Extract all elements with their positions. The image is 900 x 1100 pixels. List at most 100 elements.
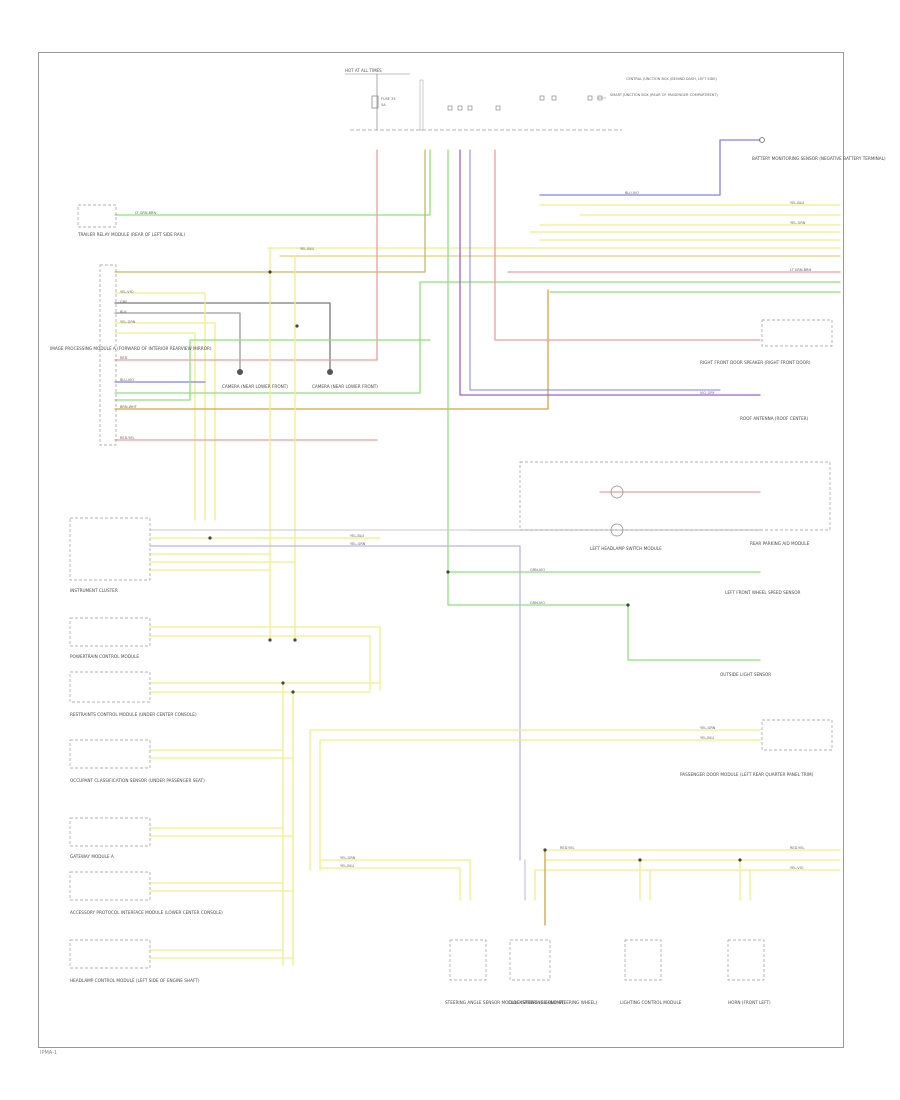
top-junction-area: HOT AT ALL TIMES FUSE 35 5A CENTRAL JUNC… [345,68,718,131]
pdm-box [761,719,833,751]
wire-label: RED-YEL [120,436,135,440]
clockspring-box [509,939,551,981]
wire-label: BLK [120,310,127,314]
splice-dot [293,638,297,642]
camera-1-label: CAMERA (NEAR LOWER FRONT) [222,384,288,389]
wire-label: YEL-GRN [120,320,136,324]
wire-lt-grn [114,149,431,216]
wire-sas-2 [319,867,461,901]
wire-red-speaker [494,149,761,341]
wire-label: BRN-WHT [120,405,138,409]
ipma-box [99,264,117,446]
splice-dot [626,603,630,607]
pdm-label: PASSENGER DOOR MODULE (LEFT REAR QUARTER… [680,772,814,777]
trailer-module-label: TRAILER RELAY MODULE (REAR OF LEFT SIDE … [77,232,185,237]
ipma-label: IMAGE PROCESSING MODULE A (FORWARD OF IN… [50,346,212,351]
rf-speaker-label: RIGHT FRONT DOOR SPEAKER (RIGHT FRONT DO… [700,360,811,365]
wire-label: BLU-VIO [625,191,639,195]
left-components: TRAILER RELAY MODULE (REAR OF LEFT SIDE … [50,204,378,983]
battery-sensor-terminal [759,137,765,143]
antenna-label: ROOF ANTENNA (ROOF CENTER) [740,416,809,421]
splice-dot [295,324,299,328]
pcm-label: POWERTRAIN CONTROL MODULE [70,654,139,659]
splice-points [208,270,742,862]
wire-layer [114,139,841,966]
apim-box [69,871,151,901]
wire-yel-ipma-1 [114,292,206,521]
rcm-label: RESTRAINTS CONTROL MODULE (UNDER CENTER … [70,712,197,717]
right-components: BATTERY MONITORING SENSOR (NEGATIVE BATT… [519,137,886,777]
camera-1-ground [237,369,243,375]
splice-dot [738,858,742,862]
wire-yel-ipma-2 [114,322,216,521]
fuse-rating: 5A [381,103,386,107]
wire-code-labels: LT GRN-BRN YEL-VIO GRY BLK YEL-GRN RED B… [120,191,811,870]
ipc-label: INSTRUMENT CLUSTER [70,588,118,593]
lcm-label: LIGHTING CONTROL MODULE [620,1000,682,1005]
ipc-box [69,517,151,581]
top-connectors [447,95,603,111]
wire-label: YEL-VIO [790,866,804,870]
splice-dot [268,270,272,274]
wire-label: YEL-VIO [120,290,134,294]
wire-pcm-2 [149,635,371,691]
lhsm-switch-2 [610,523,624,537]
lfws-label: LEFT FRONT WHEEL SPEED SENSOR [725,590,801,595]
pcm-box [69,617,151,647]
fuse-box-title: HOT AT ALL TIMES [345,68,382,73]
sas-box [449,939,487,981]
splice-dot [291,690,295,694]
splice-dot [208,536,212,540]
horn-box [727,939,765,981]
wire-yel-ipma-3 [114,332,196,521]
occ-box [69,739,151,769]
wire-label: YEL-BLU [700,736,715,740]
wire-label: LT GRN-BRN [790,268,811,272]
splice-dot [543,848,547,852]
diagram-frame [38,52,844,1048]
splice-dot [281,681,285,685]
trailer-module-box [77,204,117,228]
wire-label: LT GRN-BRN [135,211,156,215]
central-junction-label: CENTRAL JUNCTION BOX (BEHIND DASH, LEFT … [626,77,718,81]
wire-label: YEL-GRN [340,856,356,860]
hcm-box [69,939,151,969]
wire-label: GRN-VIO [530,601,545,605]
wire-label: YEL-BLU [350,534,365,538]
wire-gray-1 [114,302,331,371]
ols-label: OUTSIDE LIGHT SENSOR [720,672,771,677]
wire-label: RED-YEL [560,846,575,850]
wire-label: YEL-BLU [790,201,805,205]
clockspring-label: CLOCKSPRING (BEHIND STEERING WHEEL) [508,1000,598,1005]
splice-dot [446,570,450,574]
wire-green-ipma-2 [114,339,431,401]
fuse-symbol [371,95,379,109]
wire-label: GRN-VIO [530,568,545,572]
camera-2-label: CAMERA (NEAR LOWER FRONT) [312,384,378,389]
wire-label: RED [120,356,128,360]
rf-speaker-box [761,319,833,347]
wire-label: YEL-BLU [300,247,315,251]
wire-green-long [447,149,629,606]
wire-tan [114,149,426,273]
occ-label: OCCUPANT CLASSIFICATION SENSOR (UNDER PA… [70,778,205,783]
wire-sas-1 [319,859,471,901]
lhsm-box [519,461,831,531]
wire-label: RED-YEL [790,846,805,850]
splice-dot [638,858,642,862]
gsm-label: GATEWAY MODULE A [70,854,114,859]
wire-red-fuse [114,149,378,361]
wire-ipc-3 [149,545,521,861]
wire-label: YEL-GRN [700,726,716,730]
wire-label: YEL-GRN [350,542,366,546]
splice-dot [268,638,272,642]
fuse-label: FUSE 35 [381,97,396,101]
wire-blue-battery [539,139,761,196]
smart-junction-label: SMART JUNCTION BOX (REAR OF PASSENGER CO… [610,93,718,97]
wire-green-ols [627,604,761,661]
wire-gray-2 [114,312,241,371]
hcm-label: HEADLAMP CONTROL MODULE (LEFT SIDE OF EN… [70,978,200,983]
page-code: IPMA-1 [40,1050,58,1056]
apim-label: ACCESSORY PROTOCOL INTERFACE MODULE (LOW… [70,910,223,915]
